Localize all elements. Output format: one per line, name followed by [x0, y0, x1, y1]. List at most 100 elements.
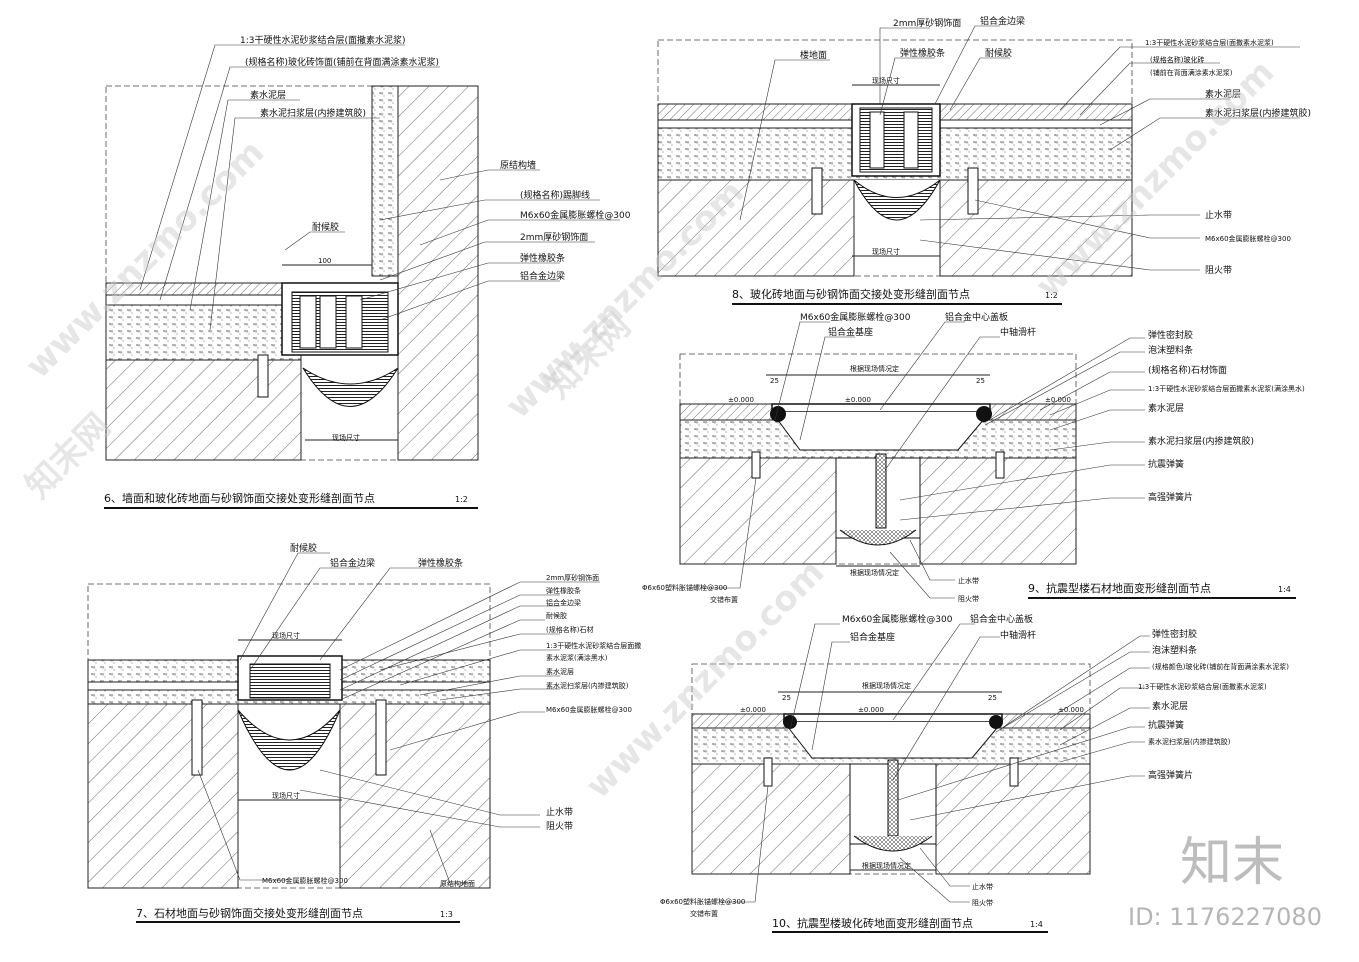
d7-leader-5	[339, 605, 560, 691]
d6-leader-7	[419, 219, 620, 246]
d9-dim-0: 25	[770, 377, 779, 385]
d8-label-8: 素水泥层	[1205, 88, 1241, 100]
d9-sealant-left	[770, 406, 786, 422]
d7-label-15: M6x60金属膨胀螺栓@300	[262, 876, 348, 885]
watermark-id: ID: 1176227080	[1128, 903, 1322, 931]
d8-title: 8、玻化砖地面与砂钢饰面交接处变形缝剖面节点	[732, 287, 970, 301]
d6-leader-1	[139, 44, 405, 291]
d9-leader-1	[879, 321, 965, 411]
d7-leader-10	[439, 688, 560, 701]
d10-leader-1	[892, 623, 975, 721]
d6-leader-11	[284, 231, 345, 251]
d8-label-12: 阻火带	[1205, 265, 1232, 276]
d10-leader-2	[811, 641, 850, 751]
d6-dim-site: 现场尺寸	[332, 433, 360, 442]
d9-spring	[875, 453, 887, 529]
d8-label-0: 2mm厚砂钢饰面	[893, 17, 961, 29]
d8-leader-4	[949, 57, 1010, 111]
d10-label-1: 铝合金中心盖板	[970, 613, 1033, 625]
d8-leader-11	[919, 239, 1200, 271]
d10-waterstop	[853, 835, 933, 852]
d10-dim-3: 根据现场情况定	[862, 861, 911, 870]
d7-label-1: 铝合金边梁	[330, 557, 375, 569]
d7-label-16: 原结构地面	[440, 879, 475, 888]
d10-label-2: 铝合金基座	[850, 631, 895, 643]
d7-label-2: 弹性橡胶条	[418, 557, 463, 569]
d9-label-14: Φ6x60塑料胀锚螺栓@300	[642, 583, 727, 592]
d7-label-8: 1:3干硬性水泥砂浆结合层面撒	[546, 641, 641, 650]
d6-leader-4	[209, 117, 380, 331]
d8-label-9: 素水泥扫浆层(内掺建筑胶)	[1205, 107, 1311, 119]
d10-dim-1: 根据现场情况定	[862, 681, 911, 690]
d10-label-11: 高强弹簧片	[1148, 769, 1193, 781]
d10-leader-3	[892, 636, 1000, 781]
d8-leader-8	[1109, 117, 1300, 151]
d8-label-4: 耐候胶	[985, 47, 1012, 59]
d7-label-10: 素水泥层	[546, 667, 574, 676]
d9-leader-9	[1049, 441, 1145, 451]
d7-leader-11	[389, 711, 545, 751]
d9-leader-7	[1049, 389, 1145, 416]
d7-leader-0	[239, 552, 330, 661]
d7-leader-4	[339, 594, 560, 681]
d10-leader-10	[1059, 741, 1145, 763]
d7-leader-8	[399, 649, 560, 686]
d8-leader-1	[934, 25, 1000, 105]
d7-label-0: 耐候胶	[290, 542, 317, 554]
d10-label-15: 交错布置	[690, 909, 718, 918]
d9-dim-2: 25	[976, 377, 985, 385]
d10-leader-7	[1059, 687, 1145, 731]
d10-leader-0	[789, 623, 840, 731]
d10-leader-9	[897, 726, 1145, 801]
d7-leader-12	[319, 769, 540, 816]
d8-label-10: 止水带	[1205, 209, 1232, 221]
d10-scale: 1:4	[1030, 920, 1043, 929]
d6-label-8: 弹性橡胶条	[520, 252, 565, 264]
d9-leader-10	[899, 464, 1145, 501]
d10-leader-4	[1001, 635, 1150, 729]
d10-label-7: 1:3干硬性水泥砂浆结合层(面撒素水泥浆)	[1138, 682, 1267, 691]
d6-label-7: 2mm厚砂钢饰面	[520, 231, 588, 243]
d9-label-12: 止水带	[958, 576, 979, 585]
d9-dim-1: 根据现场情况定	[850, 364, 899, 373]
d7-label-13: 止水带	[546, 806, 573, 818]
watermark-brand: 知末	[1180, 833, 1284, 893]
d9-leader-13	[889, 551, 955, 599]
d6-label-6: M6x60金属膨胀螺栓@300	[520, 209, 631, 221]
d10-label-14: Φ6x60塑料胀锚螺栓@300	[660, 897, 745, 906]
d10-leader-6	[1049, 667, 1150, 719]
d10-sealant-left	[783, 715, 797, 729]
d6-label-4: 原结构墙	[500, 159, 536, 171]
d7-leader-13	[299, 789, 540, 828]
d8-leader-0	[879, 27, 930, 104]
d8-leader-9	[919, 214, 1200, 221]
d9-label-5: 泡沫塑料条	[1148, 344, 1193, 356]
d7-dim-0: 现场尺寸	[272, 631, 300, 640]
d10-label-13: 阻火带	[972, 898, 993, 907]
d7-label-12: M6x60金属膨胀螺栓@300	[546, 705, 632, 714]
d9-leader-2	[799, 336, 855, 441]
d10-anchor-left	[763, 757, 773, 787]
d10-label-12: 止水带	[972, 882, 993, 891]
d6-label-9: 铝合金边梁	[520, 270, 565, 282]
d6-firestop	[302, 367, 399, 385]
d9-base-frame	[771, 411, 991, 451]
d10-sealant-right	[989, 715, 1003, 729]
d6-dim-100: 100	[318, 257, 331, 265]
d10-level-2: ±0.000	[1058, 706, 1084, 714]
d10-center-cover	[783, 713, 1003, 723]
d10-level-1: ±0.000	[858, 706, 884, 714]
d6-clip-2	[319, 295, 337, 349]
d8-label-1: 铝合金边梁	[980, 15, 1025, 27]
d8-leader-3	[879, 57, 935, 116]
d7-label-3: 2mm厚砂钢饰面	[546, 573, 599, 582]
d9-leader-5	[984, 351, 1145, 426]
d10-leader-5	[995, 651, 1150, 733]
d9-leader-6	[1039, 371, 1145, 411]
d9-anchor-left	[751, 451, 761, 479]
d6-leader-5	[439, 169, 540, 181]
d6-leader-8	[379, 241, 595, 281]
d6-label-3: 素水泥扫浆层(内掺建筑胶)	[260, 107, 366, 119]
d10-label-3: 中轴滑杆	[1000, 629, 1036, 641]
d8-label-5: 1:3干硬性水泥砂浆结合层(面撒素水泥浆)	[1145, 38, 1274, 47]
